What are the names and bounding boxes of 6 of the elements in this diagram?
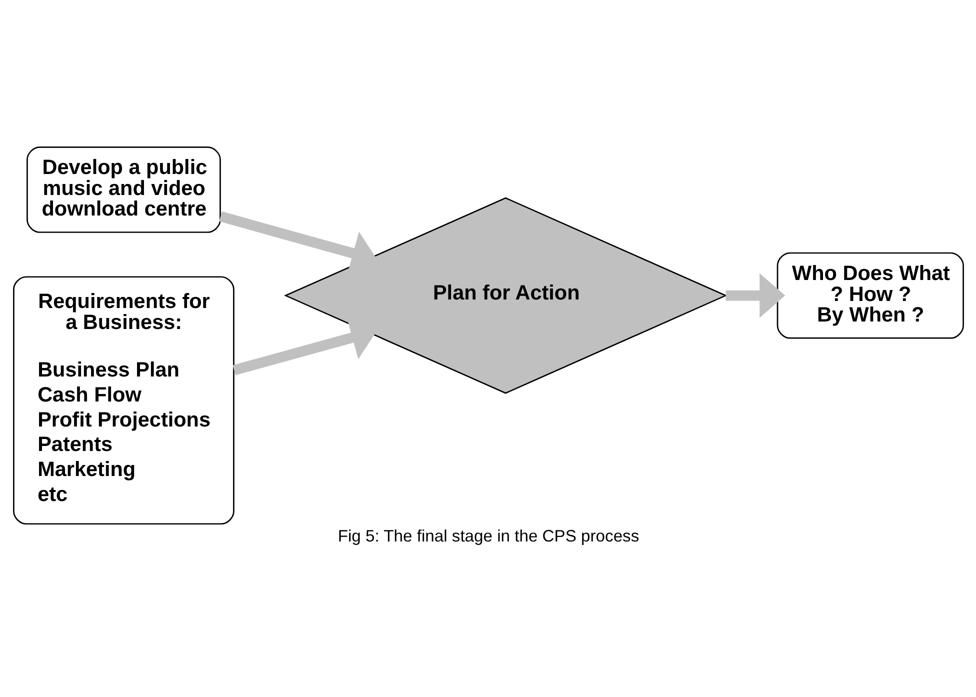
arrow [725, 272, 785, 318]
node-box: Develop a public music and video download centre [26, 146, 220, 232]
node-box: Who Does What ? How ? By When ? [776, 252, 964, 338]
node-diamond: Plan for Action [283, 196, 727, 394]
node-box: Requirements for a Business: Business Plan Cash Flow Profit Projections Patents Marketing etc [12, 276, 234, 524]
caption: Fig 5: The final stage in the CPS process [337, 526, 639, 545]
